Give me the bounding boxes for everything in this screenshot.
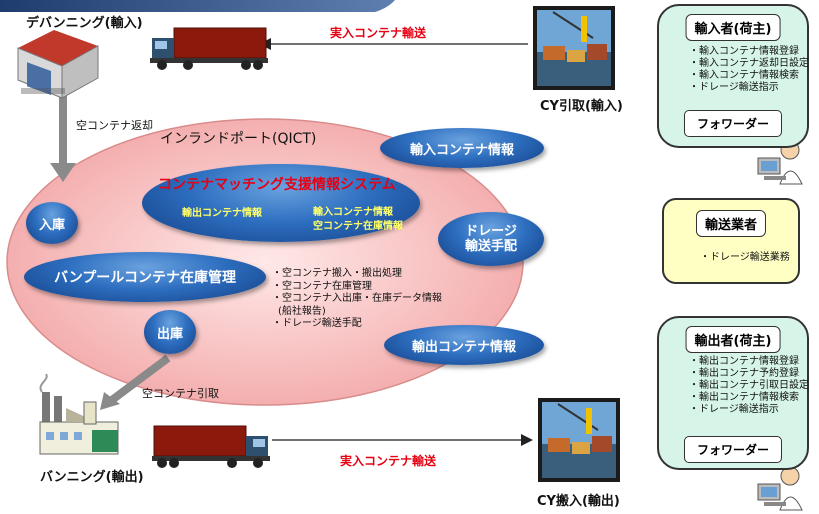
export-container-info-bubble: 輸出コンテナ情報 [384,325,544,365]
carrier-item: ・ドレージ輸送業務 [700,252,790,263]
devanning-label: デバンニング(輸入) [26,16,143,31]
drayage-line-1: ドレージ [465,224,517,239]
carrier-items: ・ドレージ輸送業務 [700,252,790,264]
import-container-info-bubble: 輸入コンテナ情報 [380,128,544,168]
exporter-panel-title: 輸出者(荷主) [685,326,781,353]
gate-out-bubble: 出庫 [144,310,196,354]
matching-system [142,164,420,242]
exporter-item: ・ドレージ輸送指示 [689,404,779,415]
exporter-items: ・輸出コンテナ情報登録 ・輸出コンテナ予約登録 ・輸出コンテナ引取日設定 ・輸出… [689,356,809,416]
exporter-item: ・輸出コンテナ引取日設定 [689,380,809,391]
system-empty-stock-info: 空コンテナ在庫情報 [313,221,403,232]
importer-forwarder: フォワーダー [683,110,783,137]
operation-item: ・空コンテナ搬入・搬出処理 [272,268,402,279]
exporter-forwarder: フォワーダー [683,436,783,463]
empty-pickup-label: 空コンテナ引取 [142,387,219,400]
exporter-panel: 輸出者(荷主) ・輸出コンテナ情報登録 ・輸出コンテナ予約登録 ・輸出コンテナ引… [657,316,809,470]
vanning-label: バンニング(輸出) [40,470,144,485]
inland-port-title: インランドポート(QICT) [160,131,317,147]
import-transport-label: 実入コンテナ輸送 [330,26,427,40]
drayage-line-2: 輸送手配 [464,239,517,254]
importer-panel: 輸入者(荷主) ・輸入コンテナ情報登録 ・輸入コンテナ返却日設定 ・輸入コンテナ… [657,4,809,148]
port-operations-list: ・空コンテナ搬入・搬出処理 ・空コンテナ在庫管理 ・空コンテナ入出庫・在庫データ… [272,268,442,331]
truck-icon-export [152,425,270,468]
importer-item: ・輸入コンテナ情報検索 [689,70,799,81]
operator-icon-export [757,466,803,511]
operation-item: ・空コンテナ入出庫・在庫データ情報 [272,293,442,304]
operation-item: ・ドレージ輸送手配 [272,318,362,329]
cy-export-label: CY搬入(輸出) [537,494,620,509]
system-import-info: 輸入コンテナ情報 [313,207,393,218]
export-transport-label: 実入コンテナ輸送 [340,454,437,468]
header-banner [0,0,395,12]
empty-return-arrow [50,90,76,182]
cy-import-label: CY引取(輸入) [540,99,623,114]
carrier-panel: 輸送業者 ・ドレージ輸送業務 [662,198,800,284]
empty-pickup-arrow [100,354,171,410]
empty-return-label: 空コンテナ返却 [76,119,153,132]
drayage-bubble: ドレージ 輸送手配 [438,212,544,266]
truck-icon-import [150,27,268,70]
operation-item: (船社報告) [278,305,326,317]
operation-item: ・空コンテナ在庫管理 [272,280,372,292]
exporter-item: ・輸出コンテナ情報登録 [689,356,799,367]
exporter-item: ・輸出コンテナ情報検索 [689,392,799,403]
carrier-panel-title: 輸送業者 [695,210,767,237]
importer-item: ・輸入コンテナ返却日設定 [689,58,809,69]
importer-items: ・輸入コンテナ情報登録 ・輸入コンテナ返却日設定 ・輸入コンテナ情報検索 ・ドレ… [689,46,809,94]
importer-item: ・輸入コンテナ情報登録 [689,46,799,57]
warehouse-icon [17,30,99,99]
gate-in-bubble: 入庫 [26,202,78,244]
system-export-info: 輸出コンテナ情報 [182,208,262,219]
van-pool-inventory-bubble: バンプールコンテナ在庫管理 [24,252,266,302]
container-yard-photo-import [533,6,615,90]
container-yard-photo-export [538,398,620,482]
factory-icon [39,373,119,455]
exporter-item: ・輸出コンテナ予約登録 [689,368,799,379]
matching-system-title: コンテナマッチング支援情報システム [158,177,396,193]
importer-item: ・ドレージ輸送指示 [689,82,779,93]
importer-panel-title: 輸入者(荷主) [685,14,781,41]
